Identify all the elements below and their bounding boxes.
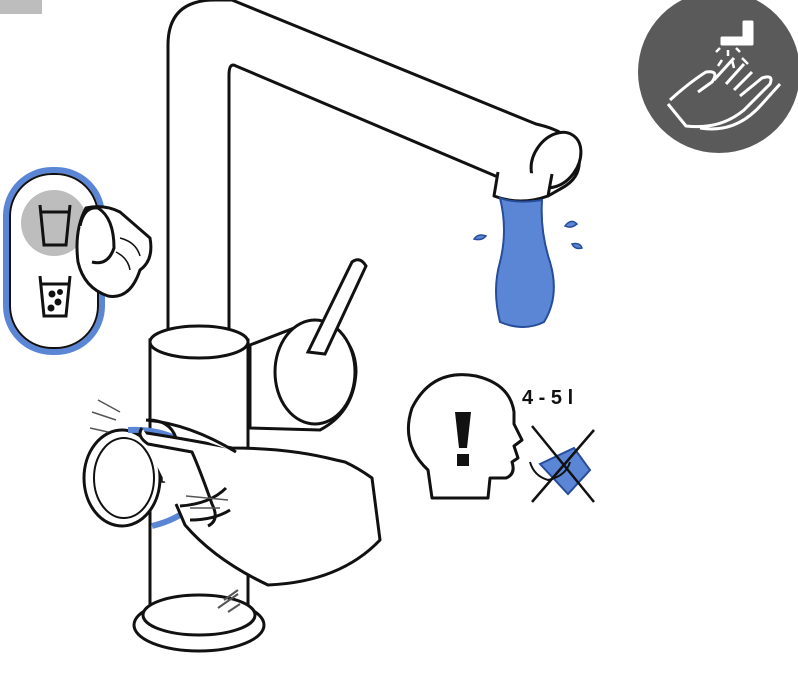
right-lever-handle [250,260,366,430]
water-stream [474,198,582,327]
volume-label: 4 - 5 l [522,387,573,409]
pressing-finger [77,207,151,297]
do-not-drink-symbol [530,426,594,502]
wash-hands-badge [638,0,798,153]
